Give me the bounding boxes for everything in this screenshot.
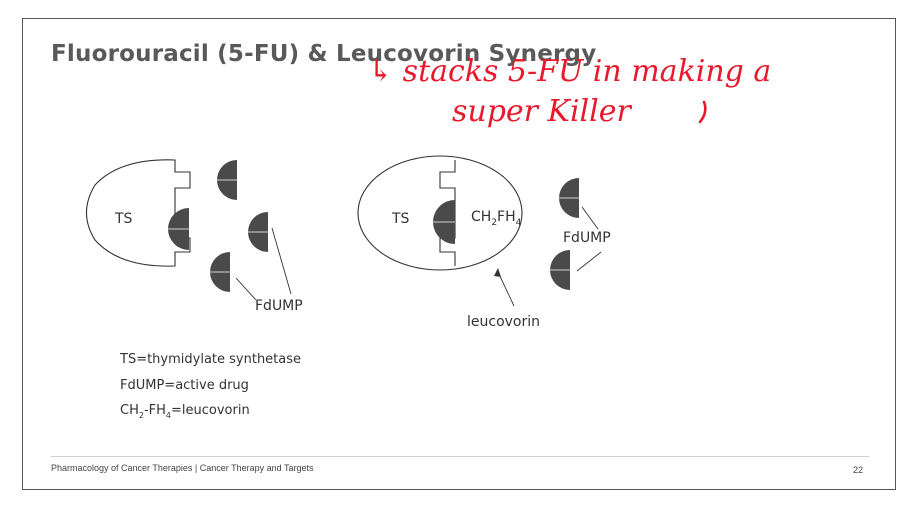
left-fdump-pointer-2: [235, 277, 257, 301]
page-number: 22: [852, 465, 863, 475]
left-fdump-pointer-1: [271, 227, 292, 295]
handwritten-annotation: ↳ stacks 5-FU in making a super Killer: [368, 54, 771, 129]
right-ts-enzyme: [357, 155, 523, 271]
slide-frame: Fluorouracil (5-FU) & Leucovorin Synergy…: [22, 18, 896, 490]
right-fdump-pointer-2: [576, 251, 602, 272]
left-fdump-label: FdUMP: [255, 298, 303, 314]
legend-fdump: FdUMP=active drug: [120, 378, 249, 393]
footer-divider: [51, 456, 869, 457]
right-ts-label: TS: [392, 211, 410, 227]
legend-ts: TS=thymidylate synthetase: [120, 352, 302, 367]
left-ts-enzyme: [85, 159, 191, 267]
slide-title: Fluorouracil (5-FU) & Leucovorin Synergy: [51, 41, 597, 67]
leucovorin-pointer: [497, 271, 515, 307]
legend-leucovorin: CH2-FH4=leucovorin: [120, 403, 250, 420]
svg-text:super Killer: super Killer: [452, 94, 633, 129]
svg-text:↳ stacks 5-FU in making a: ↳ stacks 5-FU in making a: [368, 54, 771, 89]
right-fdump-pointer-1: [581, 206, 599, 230]
right-fdump-label: FdUMP: [563, 230, 611, 246]
right-cofactor-label: CH2FH4: [471, 209, 522, 228]
left-ts-label: TS: [115, 211, 133, 227]
footer-text: Pharmacology of Cancer Therapies | Cance…: [51, 463, 314, 473]
leucovorin-label: leucovorin: [467, 314, 541, 330]
